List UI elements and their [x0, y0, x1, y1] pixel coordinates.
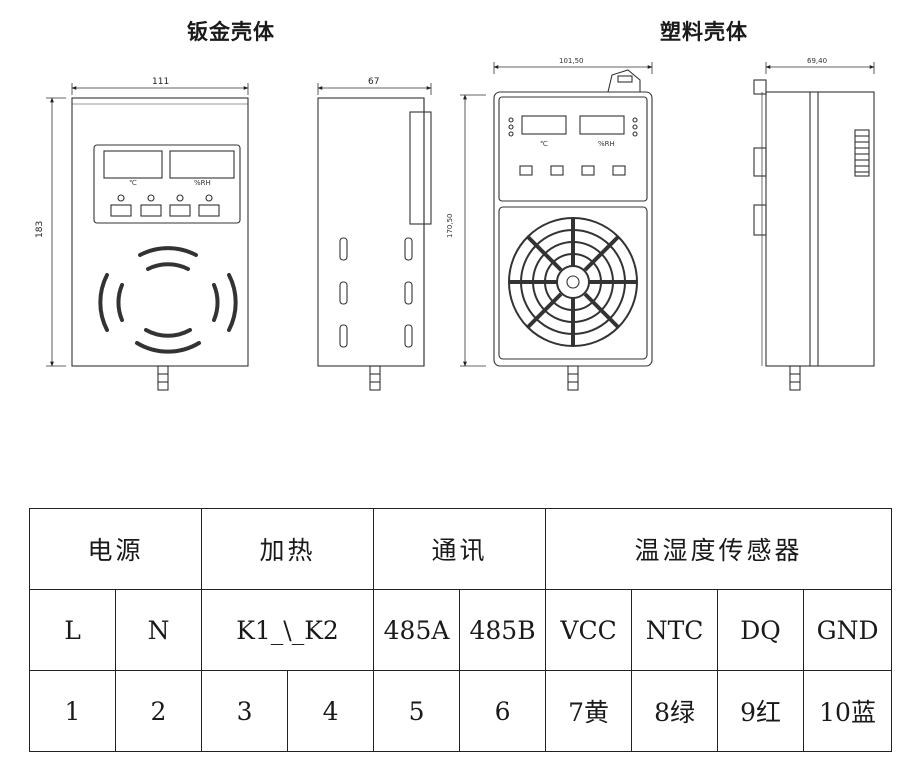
- signal-GND: GND: [803, 589, 893, 671]
- sheet-metal-front-view: [46, 83, 249, 391]
- terminal-4: 4: [287, 670, 375, 752]
- terminal-2: 2: [114, 670, 203, 752]
- sheet-metal-side-view: [317, 83, 432, 391]
- sheet-height-dim: 183: [35, 221, 45, 238]
- signal-VCC: VCC: [545, 589, 633, 671]
- terminal-7: 7黄: [545, 670, 633, 752]
- terminal-6: 6: [459, 670, 547, 752]
- plastic-width-dim: 101,50: [559, 57, 584, 65]
- group-communication: 通讯: [373, 508, 547, 590]
- terminal-9: 9红: [717, 670, 805, 752]
- group-sensor: 温湿度传感器: [545, 508, 893, 590]
- plastic-front-view: [460, 62, 653, 391]
- enclosure-drawings: 111 183 ℃ %RH 67: [35, 57, 875, 391]
- signal-K1-K2: K1_\_K2: [201, 589, 375, 671]
- signal-485A: 485A: [373, 589, 461, 671]
- group-heating: 加热: [201, 508, 375, 590]
- signal-row: L N K1_\_K2 485A 485B VCC NTC DQ GND: [29, 589, 893, 671]
- plastic-title: 塑料壳体: [660, 19, 748, 44]
- signal-485B: 485B: [459, 589, 547, 671]
- signal-NTC: NTC: [631, 589, 719, 671]
- plastic-side-view: [753, 62, 875, 391]
- sheet-humidity-label: %RH: [194, 179, 211, 187]
- terminal-10: 10蓝: [803, 670, 893, 752]
- plastic-height-dim: 170,50: [446, 214, 454, 239]
- plastic-humidity-label: %RH: [598, 140, 615, 148]
- plastic-depth-dim: 69,40: [807, 57, 827, 65]
- sheet-width-dim: 111: [152, 77, 169, 87]
- signal-N: N: [114, 589, 203, 671]
- signal-L: L: [29, 589, 116, 671]
- terminal-8: 8绿: [631, 670, 719, 752]
- plastic-celsius-label: ℃: [540, 140, 548, 148]
- sheet-metal-title: 钣金壳体: [187, 19, 275, 44]
- signal-DQ: DQ: [717, 589, 805, 671]
- terminal-1: 1: [29, 670, 116, 752]
- sheet-depth-dim: 67: [368, 77, 379, 87]
- terminal-row: 1 2 3 4 5 6 7黄 8绿 9红 10蓝: [29, 670, 893, 752]
- group-row: 电源 加热 通讯 温湿度传感器: [28, 508, 893, 590]
- terminal-5: 5: [373, 670, 461, 752]
- terminal-3: 3: [201, 670, 289, 752]
- wiring-table: 电源 加热 通讯 温湿度传感器 L N K1_\_K2 485A 485B VC…: [28, 508, 893, 752]
- sheet-celsius-label: ℃: [129, 179, 137, 187]
- group-power: 电源: [28, 508, 203, 590]
